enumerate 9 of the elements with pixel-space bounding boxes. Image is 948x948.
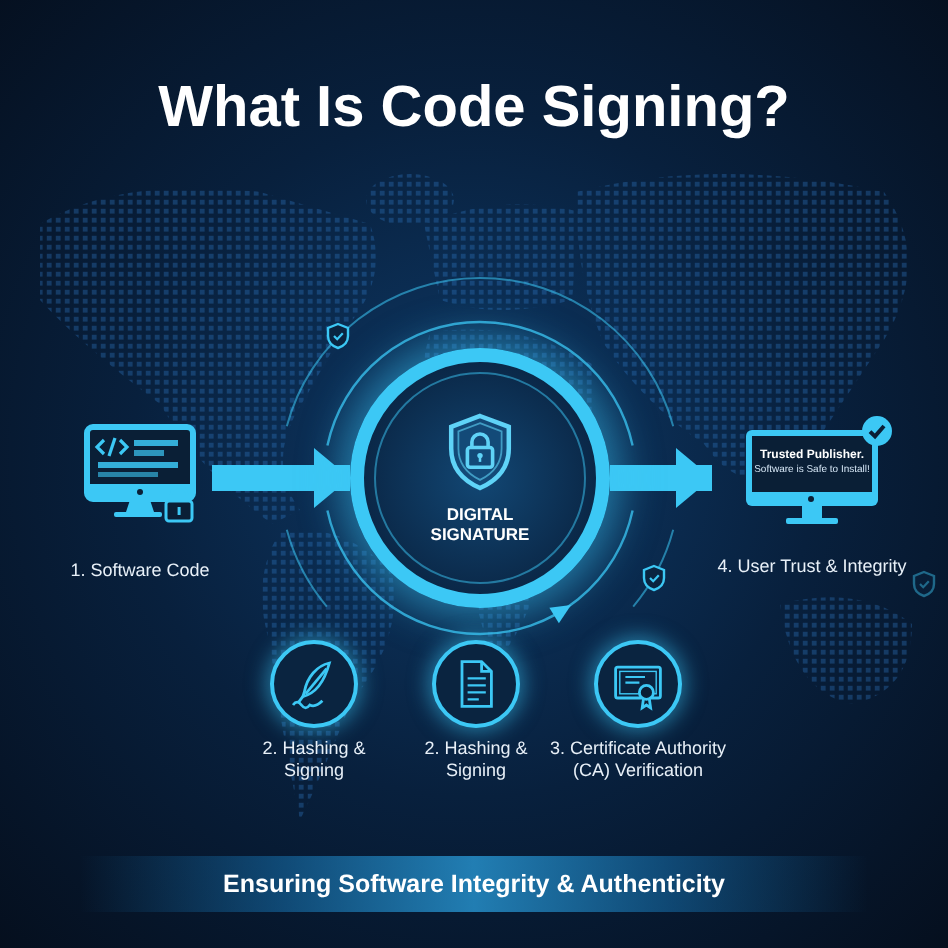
signature-label: DIGITAL SIGNATURE <box>428 503 532 545</box>
step-label: 3. Certificate Authority (CA) Verification <box>547 738 729 782</box>
step-label: 2. Hashing & Signing <box>422 738 530 782</box>
step-label: 4. User Trust & Integrity <box>715 556 909 578</box>
caption-text: Ensuring Software Integrity & Authenticity <box>223 867 725 902</box>
arrow <box>610 448 712 508</box>
step-label: 2. Hashing & Signing <box>260 738 368 782</box>
step-label: 1. Software Code <box>70 560 210 582</box>
title: What Is Code Signing? <box>156 74 792 144</box>
